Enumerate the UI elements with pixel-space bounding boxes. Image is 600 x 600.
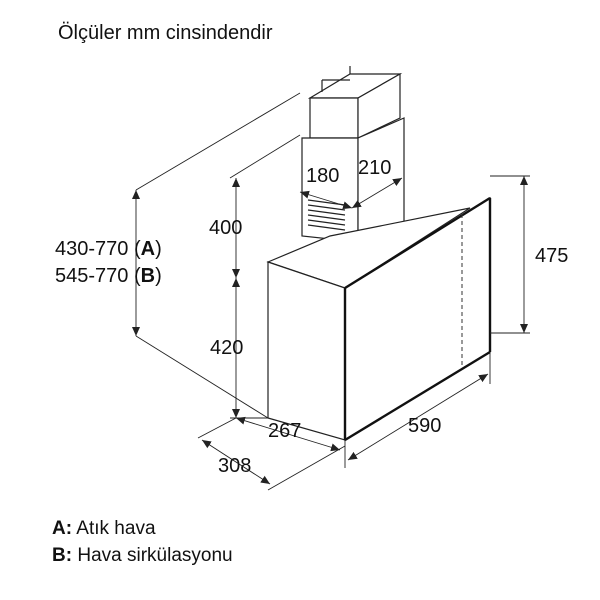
hood-body [266,197,491,441]
label-bottom-depth: 308 [218,455,251,477]
label-total-height-a: 430-770 (A) [55,238,162,260]
dimension-lines [132,92,530,491]
legend-key: A: [52,518,73,539]
dimension-labels: 180 210 400 430-770 (A) 545-770 (B) 420 … [55,157,568,477]
legend-key: B: [52,545,73,566]
legend-item-a: A: Atık hava [52,518,156,540]
label-top-depth: 267 [268,420,301,442]
label-canopy-height: 420 [210,337,243,359]
label-glass-height: 475 [535,245,568,267]
legend-label: Hava sirkülasyonu [77,545,233,566]
page-title: Ölçüler mm cinsindendir [58,22,273,44]
label-chimney-width: 210 [358,157,391,179]
legend-label: Atık hava [76,518,156,539]
label-chimney-depth: 180 [306,165,339,187]
legend-item-b: B: Hava sirkülasyonu [52,545,233,567]
label-total-height-b: 545-770 (B) [55,265,162,287]
label-width: 590 [408,415,441,437]
label-chimney-height: 400 [209,217,242,239]
chimney-upper [307,66,403,139]
